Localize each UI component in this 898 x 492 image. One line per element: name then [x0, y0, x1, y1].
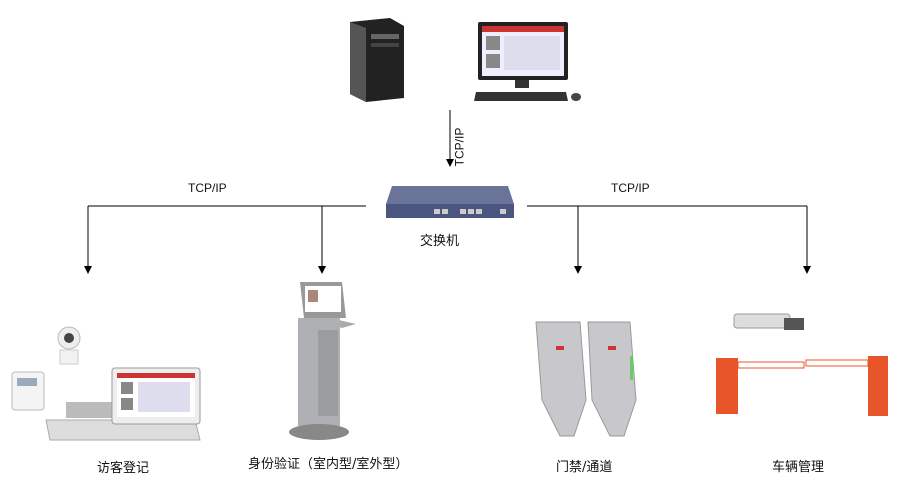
visitor-registration-label: 访客登记 [97, 461, 150, 476]
workstation-monitor-icon [474, 22, 581, 101]
connection-lines [84, 110, 811, 274]
server-tower-icon [350, 18, 404, 102]
visitor-registration-terminal-icon [11, 326, 201, 441]
switch-label: 交换机 [420, 234, 460, 249]
right-protocol-label: TCP/IP [611, 181, 650, 195]
vehicle-barrier-icon [716, 313, 888, 416]
identity-verification-kiosk-icon [289, 282, 356, 440]
access-control-label: 门禁/通道 [556, 460, 613, 475]
left-protocol-label: TCP/IP [188, 181, 227, 195]
network-switch-icon [386, 186, 514, 218]
identity-verification-label: 身份验证（室内型/室外型） [248, 457, 409, 472]
top-protocol-label: TCP/IP [452, 127, 467, 167]
vehicle-management-label: 车辆管理 [772, 460, 825, 475]
turnstile-gate-icon [535, 321, 637, 437]
